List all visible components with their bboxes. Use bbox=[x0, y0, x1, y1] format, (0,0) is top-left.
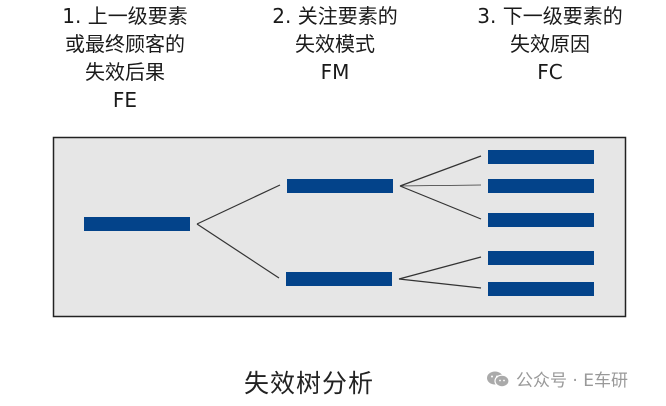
heading-line: 或最终顾客的 bbox=[65, 32, 185, 56]
heading-code: FM bbox=[320, 60, 350, 84]
connector-line bbox=[399, 185, 482, 220]
heading-line: 1. 上一级要素 bbox=[62, 4, 188, 28]
heading-fe: 1. 上一级要素 或最终顾客的 失效后果 FE bbox=[20, 2, 230, 114]
heading-line: 失效原因 bbox=[510, 32, 590, 56]
heading-line: 失效后果 bbox=[85, 60, 165, 84]
connector-line bbox=[196, 184, 281, 225]
connector-line bbox=[399, 184, 482, 187]
fc-bar bbox=[488, 282, 594, 296]
fc-bar bbox=[488, 150, 594, 164]
fm-bar bbox=[287, 179, 393, 193]
heading-fc: 3. 下一级要素的 失效原因 FC bbox=[440, 2, 660, 86]
heading-line: 3. 下一级要素的 bbox=[477, 4, 623, 28]
wechat-icon bbox=[486, 370, 510, 388]
fe-bar bbox=[84, 217, 190, 231]
connector-line bbox=[399, 155, 482, 187]
watermark-text: 公众号 · E车研 bbox=[516, 371, 628, 391]
heading-line: 2. 关注要素的 bbox=[272, 4, 398, 28]
fc-bar bbox=[488, 251, 594, 265]
fm-bar bbox=[286, 272, 392, 286]
fc-bar bbox=[488, 179, 594, 193]
fc-bar bbox=[488, 213, 594, 227]
watermark: 公众号 · E车研 bbox=[486, 366, 628, 391]
connector-line bbox=[196, 223, 280, 279]
diagram-caption: 失效树分析 bbox=[244, 369, 375, 398]
heading-code: FC bbox=[537, 60, 563, 84]
connector-line bbox=[398, 278, 482, 289]
heading-code: FE bbox=[112, 88, 138, 112]
connector-line bbox=[398, 256, 482, 280]
heading-fm: 2. 关注要素的 失效模式 FM bbox=[235, 2, 435, 86]
heading-line: 失效模式 bbox=[295, 32, 375, 56]
